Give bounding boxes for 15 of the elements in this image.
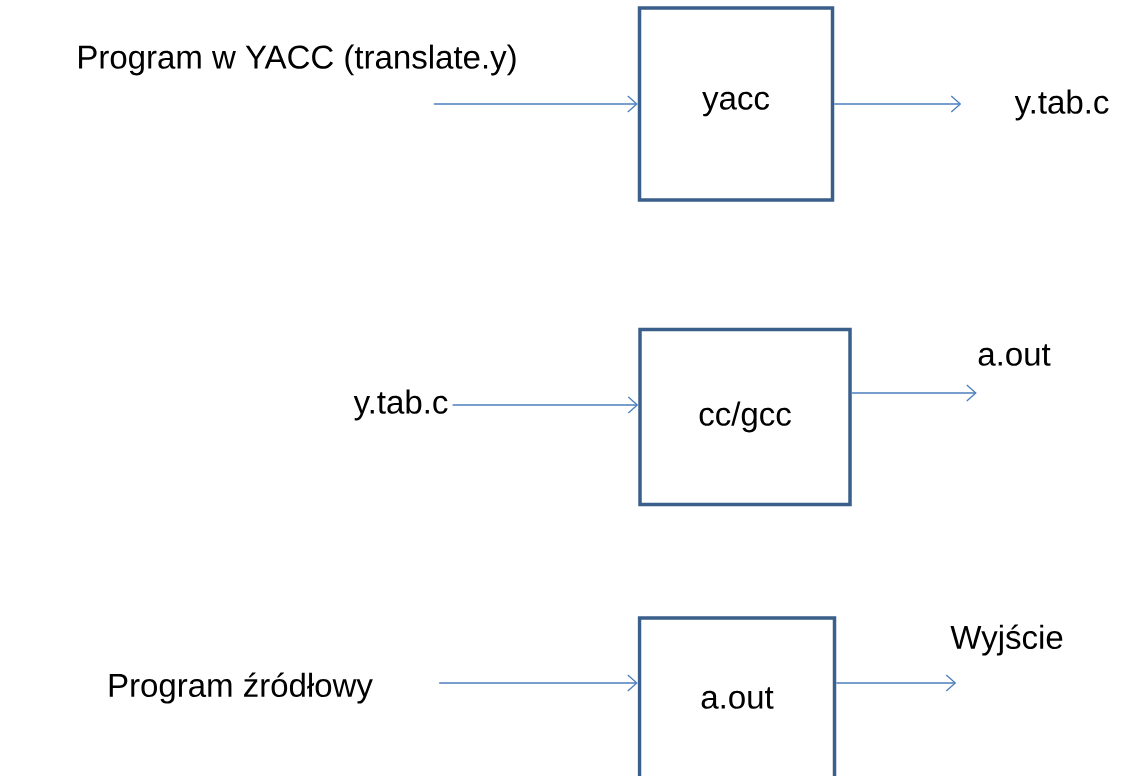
text-label: Wyjście <box>950 624 1063 656</box>
text-label: y.tab.c <box>1014 89 1109 121</box>
arrow <box>833 95 962 113</box>
text-label: Program w YACC (translate.y) <box>79 44 516 76</box>
arrow <box>438 674 638 692</box>
process-box: cc/gcc <box>638 327 852 507</box>
arrow <box>433 95 638 113</box>
arrow <box>451 396 639 414</box>
arrow <box>851 384 977 402</box>
arrow <box>835 674 957 692</box>
text-label: Program źródłowy <box>109 672 373 704</box>
text-label: y.tab.c <box>353 389 448 421</box>
process-box: yacc <box>637 6 835 202</box>
text-label: a.out <box>978 344 1051 366</box>
process-box: a.out <box>637 616 837 776</box>
